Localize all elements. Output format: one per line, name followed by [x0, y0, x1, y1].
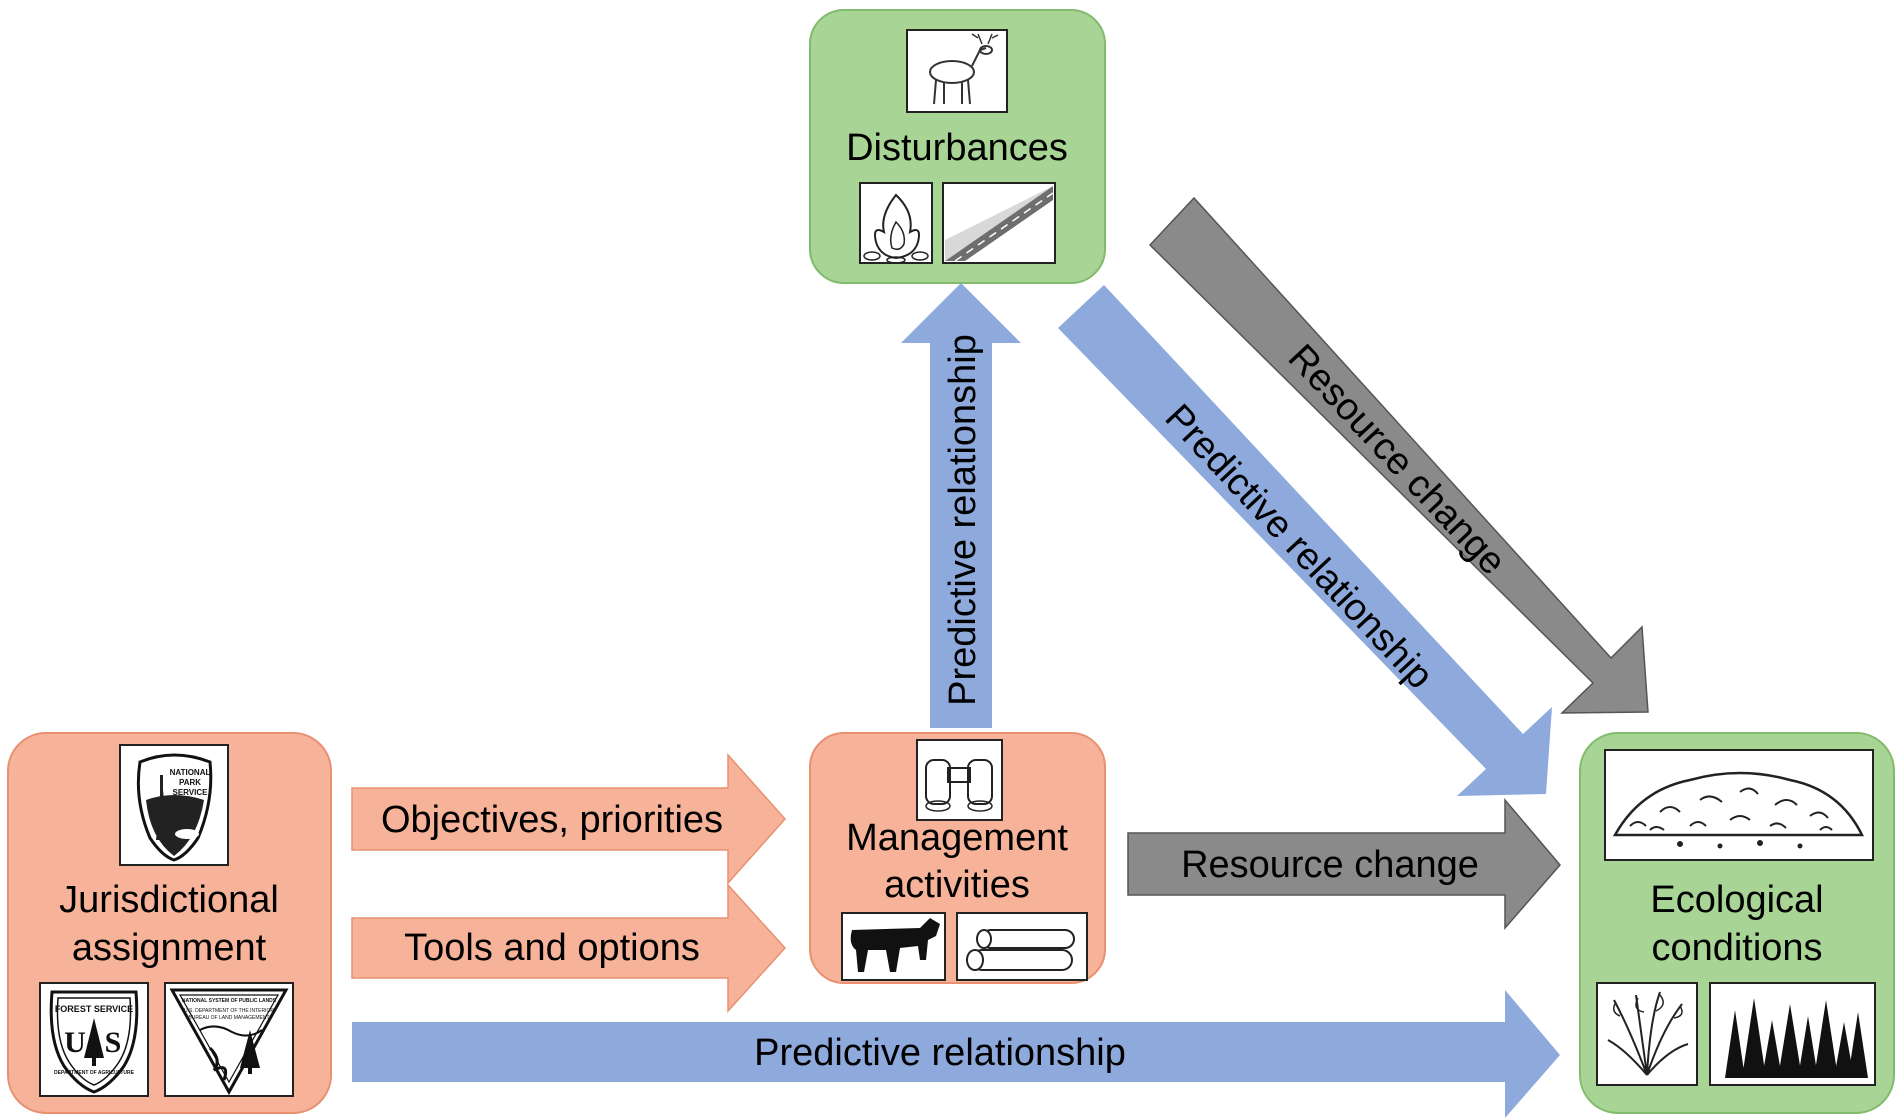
nps-logo-text-2: PARK: [179, 778, 201, 787]
forest-service-shield-logo-icon: FOREST SERVICE U S DEPARTMENT OF AGRICUL…: [39, 982, 149, 1097]
nps-logo-text-3: SERVICE: [173, 788, 209, 797]
ecological-conditions-label-line1: Ecological: [1650, 879, 1823, 921]
tools-and-options-label: Tools and options: [404, 927, 700, 969]
campfire-icon: [859, 182, 933, 264]
predictive-relationship-bottom-arrow: [352, 990, 1560, 1118]
disturbances-label: Disturbances: [846, 127, 1068, 169]
predictive-relationship-vertical-label: Predictive relationship: [942, 334, 984, 706]
tools-and-options-arrow: [351, 883, 787, 1013]
predictive-relationship-bottom-label: Predictive relationship: [754, 1032, 1126, 1074]
blm-logo-text-1: U.S. DEPARTMENT OF THE INTERIOR: [184, 1008, 274, 1014]
resource-change-horizontal-arrow: [1127, 797, 1561, 930]
rock-pile-icon: [1604, 749, 1874, 861]
binoculars-icon: [916, 739, 1003, 821]
cow-icon: [841, 912, 946, 981]
nps-arrowhead-logo-icon: NATIONAL PARK SERVICE: [119, 744, 229, 866]
management-activities-label-line2: activities: [884, 864, 1030, 906]
objectives-priorities-arrow: [351, 753, 787, 885]
road-icon: [942, 182, 1056, 264]
resource-change-diagonal-arrow: [1148, 196, 1649, 714]
conifer-forest-icon: [1709, 982, 1876, 1086]
objectives-priorities-label: Objectives, priorities: [381, 799, 723, 841]
blm-triangle-logo-icon: NATIONAL SYSTEM OF PUBLIC LANDS U.S. DEP…: [164, 982, 294, 1097]
blm-logo-text-2: BUREAU OF LAND MANAGEMENT: [188, 1015, 269, 1021]
logs-icon: [956, 912, 1088, 981]
predictive-relationship-vertical-arrow: [901, 283, 1021, 728]
jurisdictional-assignment-label-line2: assignment: [72, 927, 267, 969]
usfs-logo-initial-s: S: [105, 1026, 122, 1059]
nps-logo-text-1: NATIONAL: [170, 768, 211, 777]
usfs-logo-arc-text: FOREST SERVICE: [55, 1004, 133, 1014]
predictive-relationship-diagonal-arrow: [1058, 285, 1552, 796]
usfs-logo-bottom-text: DEPARTMENT OF AGRICULTURE: [54, 1070, 135, 1076]
shrub-icon: [1596, 982, 1698, 1086]
usfs-logo-initial-u: U: [64, 1026, 86, 1059]
blm-logo-top-text: NATIONAL SYSTEM OF PUBLIC LANDS: [182, 998, 277, 1004]
jurisdictional-assignment-label-line1: Jurisdictional: [59, 879, 279, 921]
ecological-conditions-label-line2: conditions: [1651, 927, 1822, 969]
deer-icon: [906, 29, 1008, 113]
management-activities-label-line1: Management: [846, 817, 1068, 859]
resource-change-horizontal-label: Resource change: [1181, 844, 1479, 886]
